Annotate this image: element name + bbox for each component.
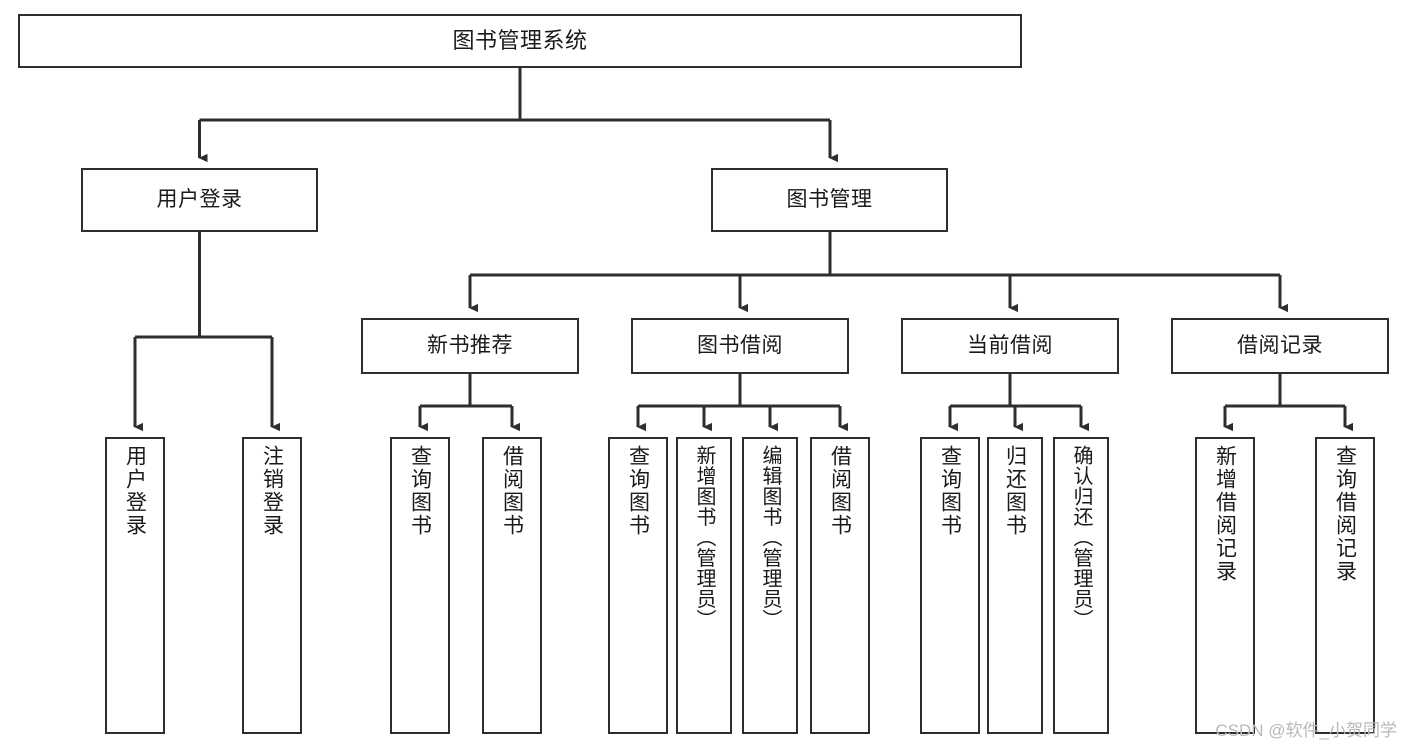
node-leaf-logout-login[interactable]: 注销登录 bbox=[242, 437, 302, 734]
node-leaf-query-book-2[interactable]: 查询图书 bbox=[608, 437, 668, 734]
node-leaf-query-book-1-label: 查询图书 bbox=[408, 445, 432, 537]
node-leaf-query-book-1[interactable]: 查询图书 bbox=[390, 437, 450, 734]
node-leaf-borrow-book-2-label: 借阅图书 bbox=[828, 445, 852, 537]
edges-current-borrow bbox=[948, 374, 1090, 432]
node-leaf-add-book-admin[interactable]: 新增图书（管理员） bbox=[676, 437, 732, 734]
edges-borrow-record bbox=[1223, 374, 1354, 432]
node-user-login-label: 用户登录 bbox=[156, 187, 243, 211]
node-leaf-return-book-label: 归还图书 bbox=[1003, 445, 1027, 537]
node-leaf-borrow-book-1-label: 借阅图书 bbox=[500, 445, 524, 537]
node-new-book-recommend-label: 新书推荐 bbox=[427, 333, 513, 357]
node-book-borrow[interactable]: 图书借阅 bbox=[631, 318, 849, 374]
edges-book-borrow bbox=[636, 374, 849, 432]
node-leaf-user-login[interactable]: 用户登录 bbox=[105, 437, 165, 734]
node-leaf-add-book-admin-label: 新增图书（管理员） bbox=[693, 445, 715, 630]
node-root-label: 图书管理系统 bbox=[452, 28, 588, 54]
node-leaf-query-book-3[interactable]: 查询图书 bbox=[920, 437, 980, 734]
node-book-manage-label: 图书管理 bbox=[786, 187, 873, 211]
node-leaf-confirm-return-admin[interactable]: 确认归还（管理员） bbox=[1053, 437, 1109, 734]
node-root[interactable]: 图书管理系统 bbox=[18, 14, 1022, 68]
node-leaf-add-borrow-record[interactable]: 新增借阅记录 bbox=[1195, 437, 1255, 734]
node-leaf-logout-login-label: 注销登录 bbox=[260, 445, 284, 537]
node-leaf-user-login-label: 用户登录 bbox=[123, 445, 147, 537]
edges-root bbox=[198, 68, 839, 163]
node-current-borrow[interactable]: 当前借阅 bbox=[901, 318, 1119, 374]
node-leaf-query-book-3-label: 查询图书 bbox=[938, 445, 962, 537]
edges-user-login bbox=[133, 232, 281, 432]
node-leaf-edit-book-admin[interactable]: 编辑图书（管理员） bbox=[742, 437, 798, 734]
edges-book-manage bbox=[468, 232, 1289, 313]
node-user-login[interactable]: 用户登录 bbox=[81, 168, 318, 232]
node-borrow-record[interactable]: 借阅记录 bbox=[1171, 318, 1389, 374]
node-book-borrow-label: 图书借阅 bbox=[697, 333, 783, 357]
node-leaf-query-book-2-label: 查询图书 bbox=[626, 445, 650, 537]
node-leaf-return-book[interactable]: 归还图书 bbox=[987, 437, 1043, 734]
node-leaf-borrow-book-2[interactable]: 借阅图书 bbox=[810, 437, 870, 734]
node-book-manage[interactable]: 图书管理 bbox=[711, 168, 948, 232]
node-current-borrow-label: 当前借阅 bbox=[967, 333, 1053, 357]
node-leaf-confirm-return-admin-label: 确认归还（管理员） bbox=[1070, 445, 1092, 630]
node-leaf-borrow-book-1[interactable]: 借阅图书 bbox=[482, 437, 542, 734]
node-leaf-query-borrow-record[interactable]: 查询借阅记录 bbox=[1315, 437, 1375, 734]
node-borrow-record-label: 借阅记录 bbox=[1237, 333, 1323, 357]
node-leaf-add-borrow-record-label: 新增借阅记录 bbox=[1213, 445, 1237, 583]
node-new-book-recommend[interactable]: 新书推荐 bbox=[361, 318, 579, 374]
edges-new-book-recommend bbox=[418, 374, 521, 432]
node-leaf-query-borrow-record-label: 查询借阅记录 bbox=[1333, 445, 1357, 583]
node-leaf-edit-book-admin-label: 编辑图书（管理员） bbox=[759, 445, 781, 630]
